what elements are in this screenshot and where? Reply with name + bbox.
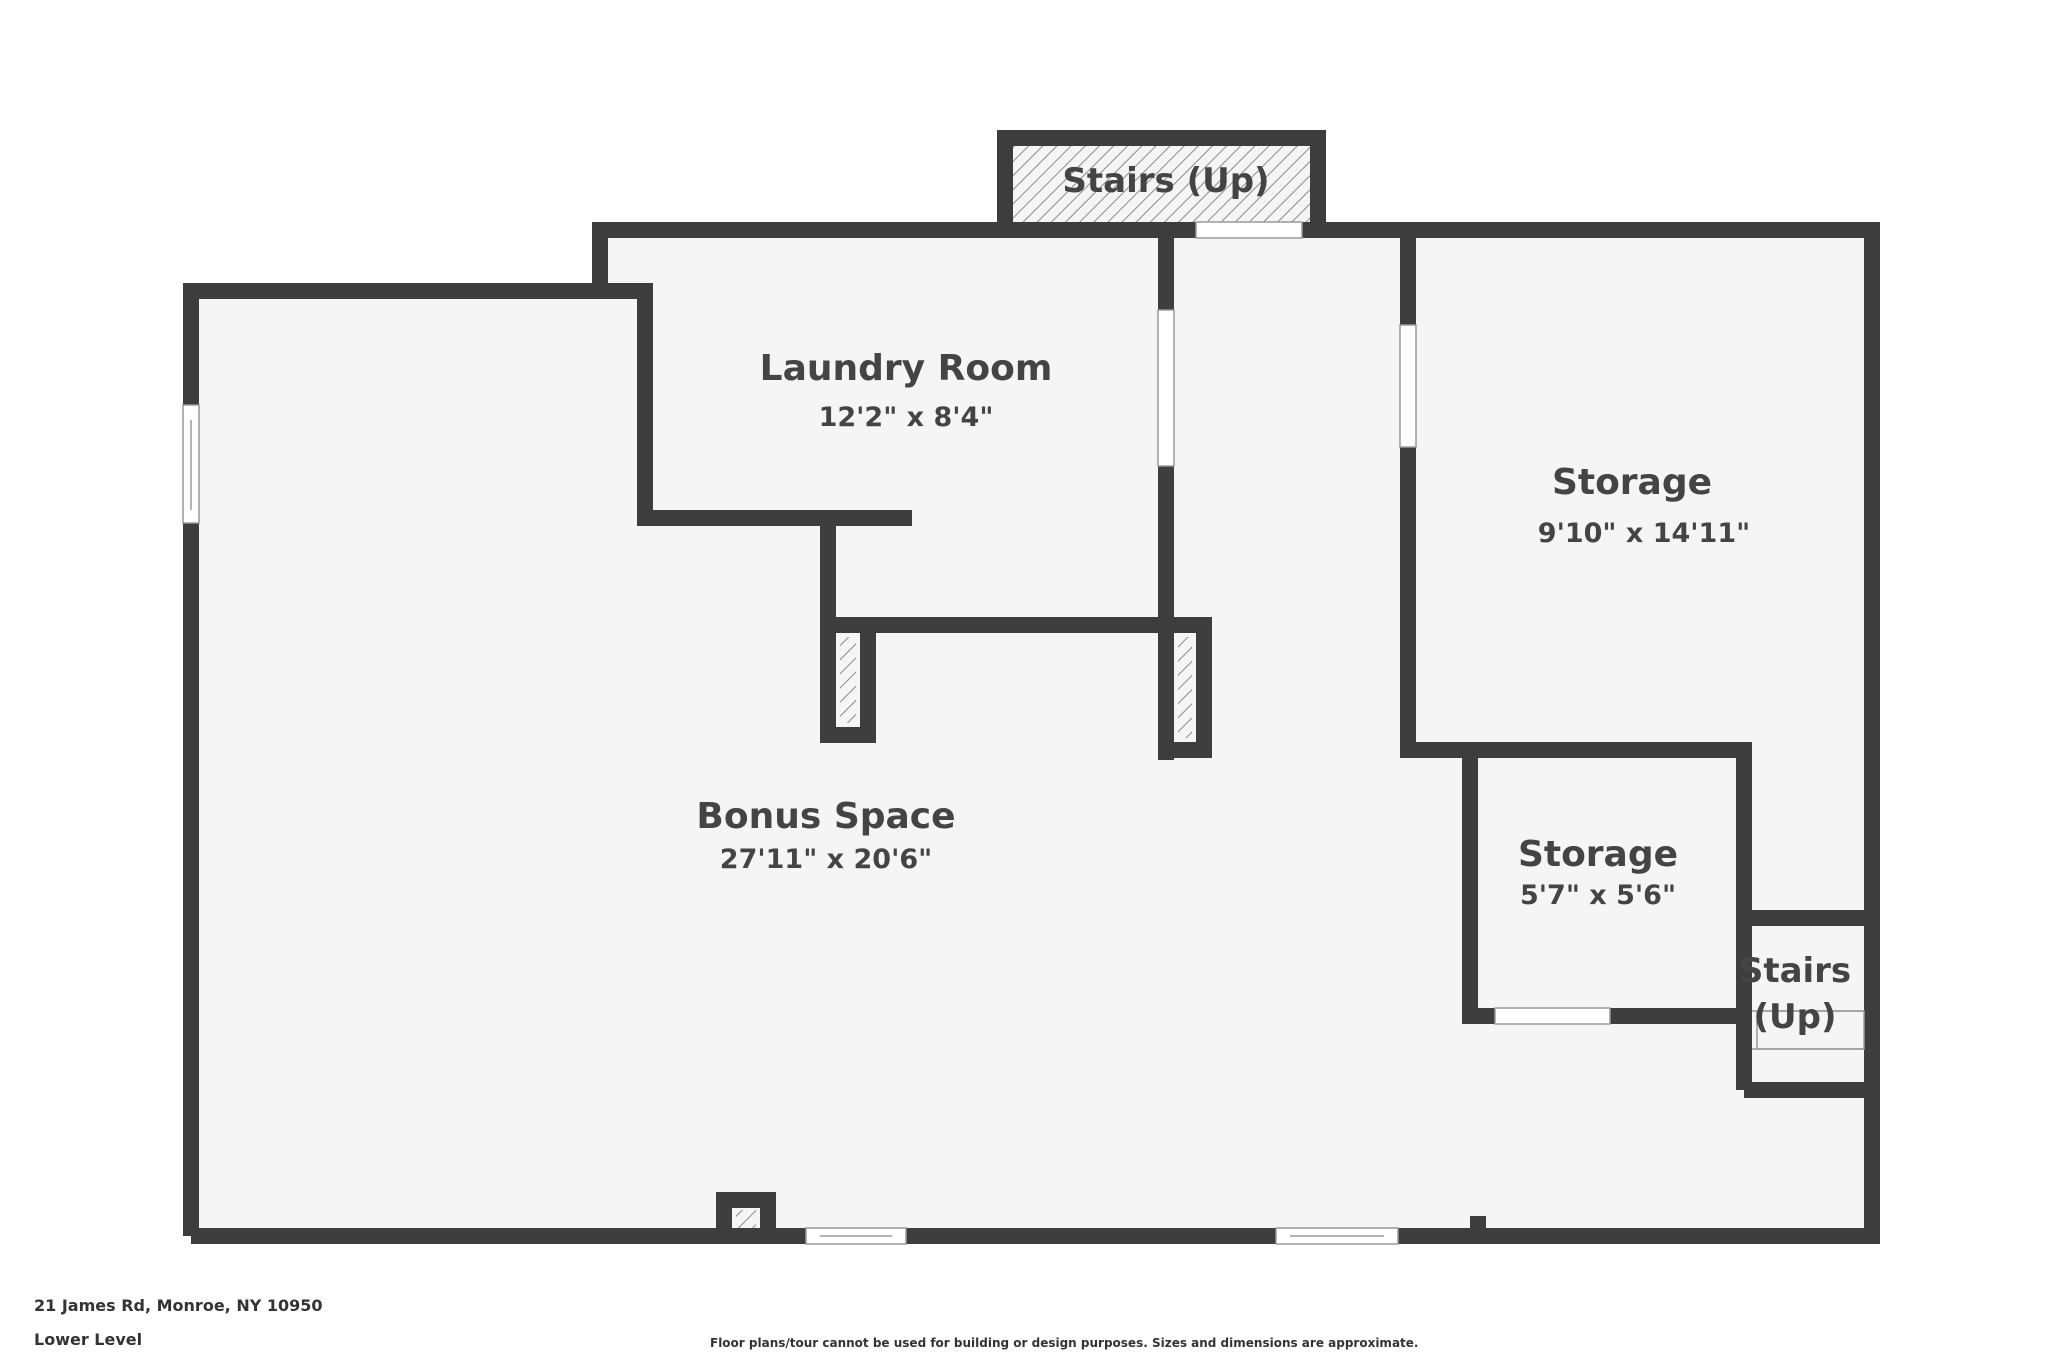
storage-large-name: Storage bbox=[1552, 462, 1712, 503]
stairs-top-hatch bbox=[1013, 146, 1311, 222]
level-label: Lower Level bbox=[34, 1330, 143, 1349]
disclaimer-text: Floor plans/tour cannot be used for buil… bbox=[710, 1336, 1419, 1350]
chimney-hatch bbox=[736, 1210, 756, 1228]
bonus-space-name: Bonus Space bbox=[696, 796, 955, 837]
stairs-top-label: Stairs (Up) bbox=[1062, 161, 1269, 201]
column-left-hatch bbox=[840, 637, 856, 723]
laundry-room-name: Laundry Room bbox=[760, 348, 1053, 389]
stairs-right-label-line1: Stairs bbox=[1739, 951, 1851, 991]
storage-large-dims: 9'10" x 14'11" bbox=[1538, 518, 1750, 549]
window-lines bbox=[190, 420, 1864, 1237]
address-text: 21 James Rd, Monroe, NY 10950 bbox=[34, 1296, 323, 1315]
openings bbox=[182, 221, 1865, 1245]
laundry-room-dims: 12'2" x 8'4" bbox=[819, 402, 994, 433]
storage-small-dims: 5'7" x 5'6" bbox=[1520, 880, 1676, 911]
storage-small-name: Storage bbox=[1518, 834, 1678, 875]
bonus-space-dims: 27'11" x 20'6" bbox=[720, 844, 932, 875]
column-right-hatch bbox=[1178, 637, 1192, 738]
stairs-right-label-line2: (Up) bbox=[1753, 997, 1836, 1037]
floor-area bbox=[191, 138, 1872, 1236]
